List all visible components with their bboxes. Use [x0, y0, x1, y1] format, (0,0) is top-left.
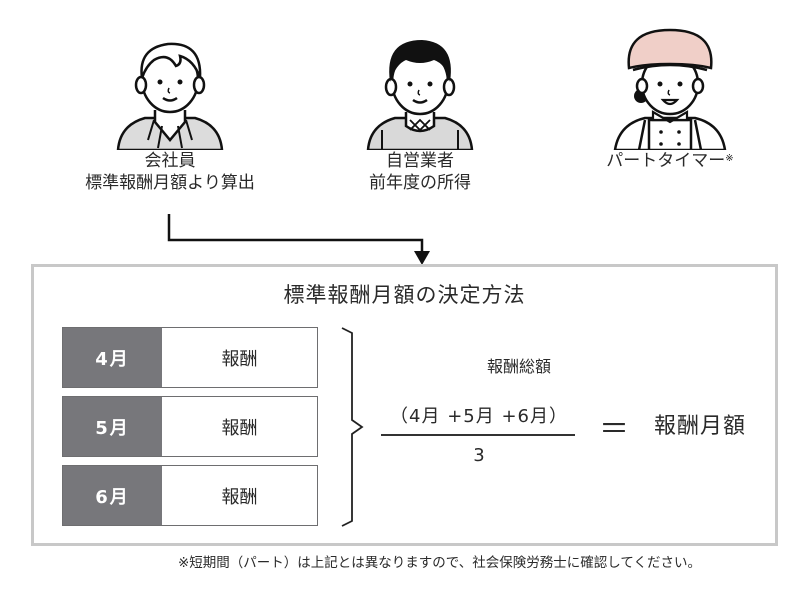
person-self-employed: 自営業者 前年度の所得 — [310, 30, 530, 194]
person-label-1: 会社員 標準報酬月額より算出 — [60, 150, 280, 194]
part-timer-icon — [613, 28, 727, 150]
income-basis: 前年度の所得 — [369, 173, 471, 193]
occupation-title: 会社員 — [144, 151, 196, 171]
person-part-timer: パートタイマー※ — [550, 20, 790, 172]
month-label: 5月 — [63, 397, 162, 456]
month-label: 4月 — [63, 328, 162, 387]
occupation-title: パートタイマー — [606, 151, 726, 171]
equals-sign: ＝ — [599, 412, 629, 447]
month-label: 6月 — [63, 466, 162, 525]
self-employed-icon — [366, 40, 474, 150]
income-basis: 標準報酬月額より算出 — [85, 173, 255, 193]
person-office-worker: 会社員 標準報酬月額より算出 — [60, 30, 280, 194]
month-row: 6月 報酬 — [62, 465, 318, 526]
fraction-bar — [381, 434, 575, 436]
month-value: 報酬 — [221, 348, 258, 370]
footnote: ※短期間（パート）は上記とは異なりますので、社会保険労務士に確認してください。 — [178, 555, 701, 571]
month-row: 4月 報酬 — [62, 327, 318, 388]
formula-result: 報酬月額 — [654, 414, 747, 439]
person-label-3: パートタイマー※ — [550, 150, 790, 172]
occupation-title: 自営業者 — [386, 151, 454, 171]
formula-numerator: （4月 +5月 +6月） — [390, 406, 568, 427]
footnote-mark: ※ — [725, 153, 734, 164]
method-title: 標準報酬月額の決定方法 — [283, 283, 526, 307]
formula-label: 報酬総額 — [486, 357, 551, 376]
month-row: 5月 報酬 — [62, 396, 318, 457]
office-worker-icon — [116, 42, 224, 150]
month-value: 報酬 — [221, 417, 258, 439]
month-value: 報酬 — [221, 486, 258, 508]
arrow-head-icon — [414, 251, 430, 265]
formula-denominator: 3 — [473, 445, 485, 466]
calculation-method-box: 標準報酬月額の決定方法 4月 報酬 5月 報酬 6月 報酬 報酬総額 （4月 +… — [31, 264, 778, 546]
right-brace-icon — [341, 327, 364, 527]
person-label-2: 自営業者 前年度の所得 — [310, 150, 530, 194]
